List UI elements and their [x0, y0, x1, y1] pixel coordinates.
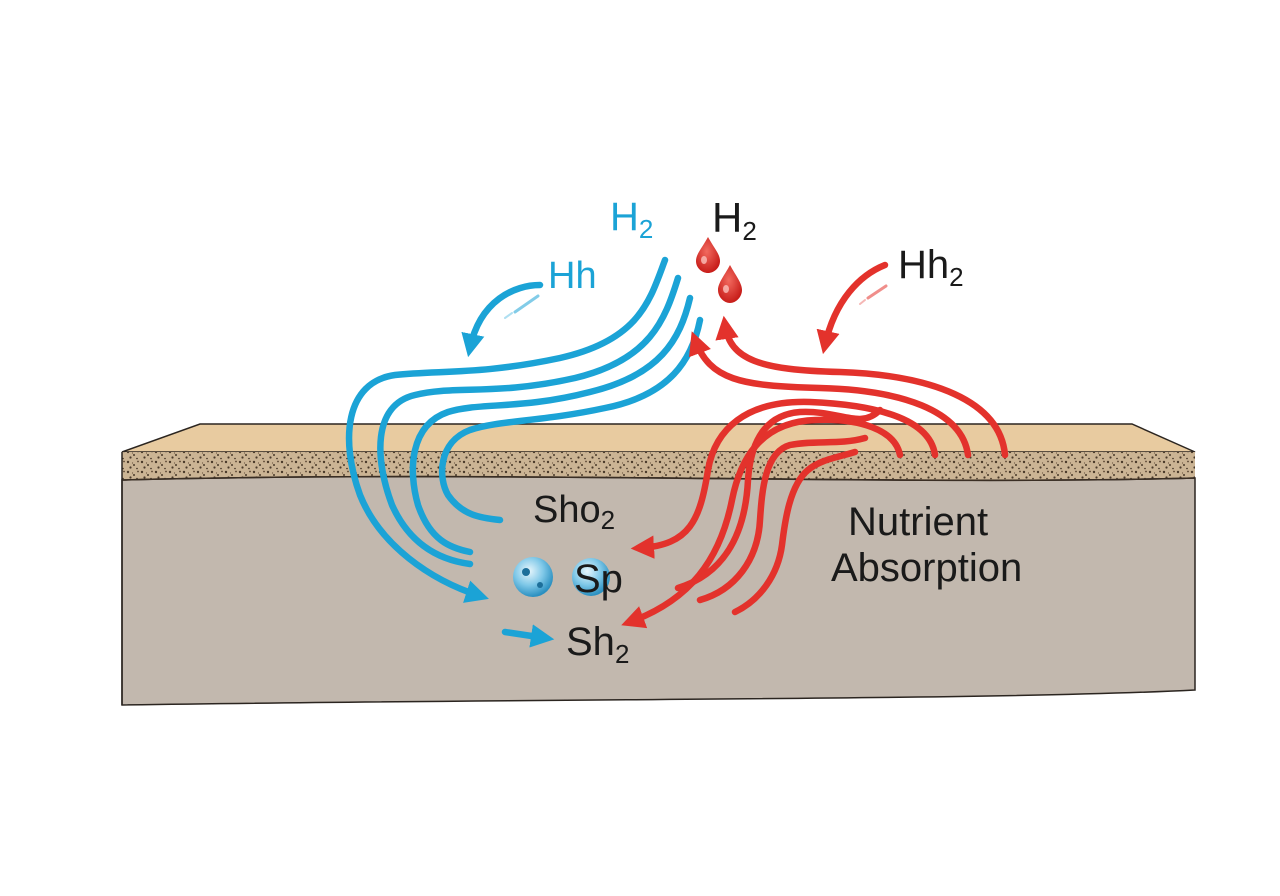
red-flow-line-5: [674, 406, 884, 592]
red-droplet-icon-1: [696, 237, 720, 273]
label-hh-blue: Hh: [548, 255, 597, 297]
blue-flow-lines: [345, 256, 704, 648]
red-flow-line-7: [731, 448, 859, 616]
red-curved-arrow-hh2: [816, 261, 889, 355]
blue-flow-line-3: [409, 294, 694, 556]
blue-bubble-icon: [513, 557, 610, 597]
red-flow-line-6: [696, 434, 869, 604]
red-flow-line-1: [715, 315, 1009, 459]
soil-speckle-layer: [122, 452, 1195, 481]
blue-flow-line-4: [438, 316, 704, 524]
label-h2-black: H2: [712, 194, 757, 246]
blue-bubble-icon-1: [513, 557, 553, 597]
red-flow-lines: [621, 261, 1009, 629]
red-flow-line-2: [688, 331, 972, 459]
label-sh2: Sh2: [566, 620, 629, 669]
red-droplet-icon: [696, 237, 742, 303]
blue-curved-arrow-hh: [461, 281, 544, 358]
soil-layer-line: [121, 475, 1196, 482]
blue-flow-line-1: [345, 256, 669, 603]
label-sho2: Sho2: [533, 489, 615, 535]
soil-body: [121, 475, 1196, 706]
label-h2-blue: H2: [610, 195, 653, 244]
label-sp: Sp: [574, 557, 623, 601]
blue-flow-line-2: [377, 274, 682, 568]
soil-block: [121, 423, 1196, 706]
red-droplet-icon-2: [718, 265, 742, 303]
soil-top-surface: [121, 423, 1196, 453]
labels: H2 Hh H2 Hh2 Sho2 Sp Sh2 Nutrient Absorp…: [533, 194, 1022, 669]
blue-short-arrow-sh2: [501, 624, 555, 648]
blue-dash-accents: [504, 294, 540, 319]
red-dash-accents: [859, 284, 888, 305]
red-flow-line-3: [630, 398, 939, 559]
label-nutrient: Nutrient: [848, 500, 988, 544]
label-hh2: Hh2: [898, 243, 964, 292]
blue-bubble-icon-2: [572, 558, 610, 596]
label-absorption: Absorption: [831, 546, 1022, 590]
